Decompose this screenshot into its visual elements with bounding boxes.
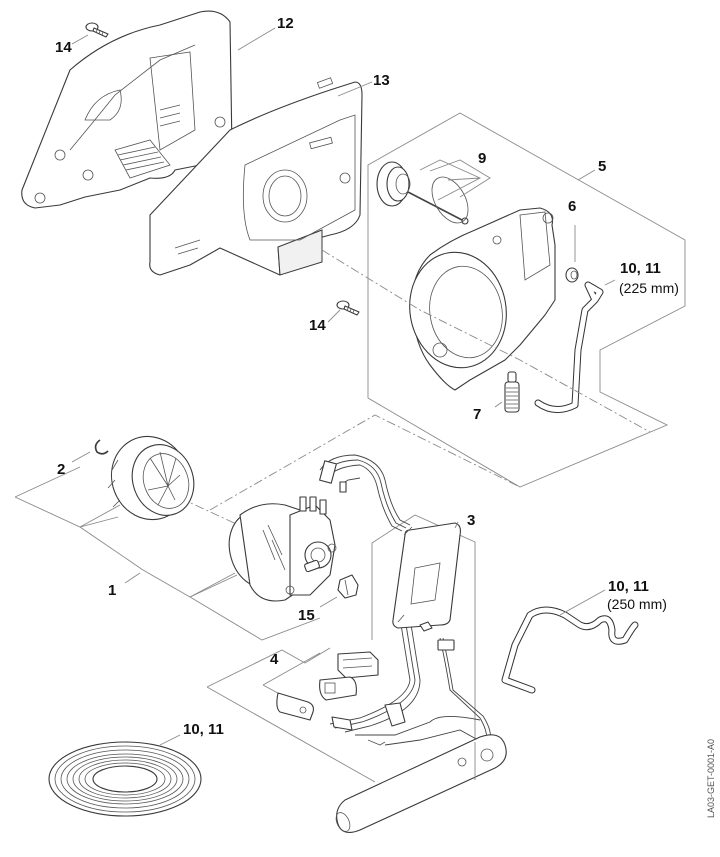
callout-10-11-225: 10, 11: [620, 260, 661, 277]
callout-7: 7: [473, 406, 481, 423]
leader-lines: [71, 27, 616, 746]
axis-line-3: [209, 414, 521, 511]
callout-14-middle: 14: [309, 317, 326, 334]
bracket-5: [367, 112, 686, 488]
filter-valve: [504, 371, 520, 413]
callout-10-11-250: 10, 11: [608, 578, 649, 595]
callout-1: 1: [108, 582, 116, 599]
connector-set: [206, 647, 406, 783]
callout-9: 9: [478, 150, 486, 167]
fan-hub-and-oring: [376, 161, 469, 225]
e-clip: [94, 439, 109, 455]
axis-line-2: [179, 497, 246, 529]
grommet: [565, 267, 579, 283]
callout-2: 2: [57, 461, 65, 478]
callout-6: 6: [568, 198, 576, 215]
bracket-1-lines: [14, 466, 236, 598]
callout-12: 12: [277, 15, 294, 32]
callout-15: 15: [298, 607, 315, 624]
coupling: [337, 574, 359, 599]
callout-4: 4: [270, 651, 279, 668]
generator-body: [228, 496, 337, 602]
control-module: [392, 522, 461, 651]
hose-coil: [48, 741, 202, 817]
fan-housing-body: [409, 207, 556, 391]
callout-10-11-225-length: (225 mm): [619, 280, 679, 296]
callout-10-11-250-length: (250 mm): [607, 596, 667, 612]
callout-3: 3: [467, 512, 475, 529]
wiring-harness: [319, 454, 491, 746]
callout-13: 13: [373, 72, 390, 89]
flywheel: [107, 435, 195, 521]
screw-top: [85, 22, 109, 38]
outer-housing-cover: [21, 10, 233, 209]
axis-line-1: [321, 249, 651, 433]
hose-225mm: [534, 281, 604, 413]
handle-tube: [335, 734, 507, 833]
callout-14-top: 14: [55, 39, 72, 56]
reference-code: LA03-GET-0001-A0: [706, 739, 716, 818]
hose-250mm: [501, 606, 639, 694]
screw-middle: [336, 300, 360, 316]
callout-5: 5: [598, 158, 606, 175]
inner-housing-cover: [149, 77, 363, 276]
callout-10-11-coil: 10, 11: [183, 721, 224, 738]
